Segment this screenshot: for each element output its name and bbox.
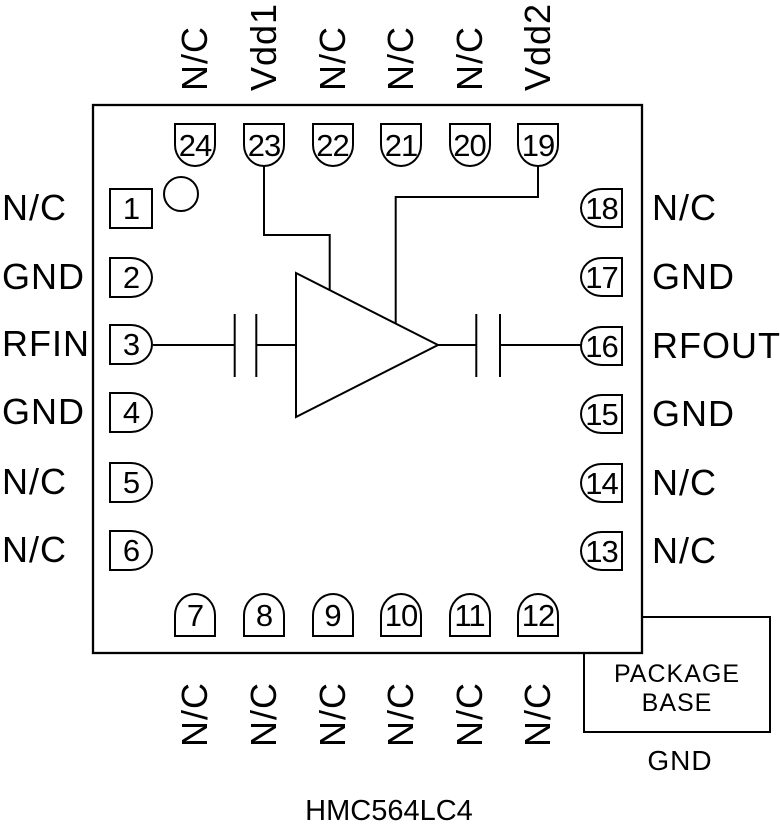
part-number-title: HMC564LC4	[305, 795, 473, 827]
pin-13: 13	[580, 531, 623, 571]
pin-3: 3	[109, 324, 153, 365]
package-base-label-line1: PACKAGE	[613, 660, 741, 688]
pin-17-label: GND	[652, 256, 735, 297]
pin-7-label: N/C	[174, 682, 215, 747]
pin-7: 7	[174, 593, 216, 637]
pin-11-label: N/C	[448, 682, 490, 747]
package-base-gnd-label: GND	[647, 745, 713, 776]
pin-2: 2	[109, 257, 153, 298]
pin-10-label: N/C	[380, 682, 421, 747]
pin-4-label: GND	[2, 391, 85, 432]
pin-21: 21	[380, 123, 422, 167]
package-base-label-line2: BASE	[641, 689, 713, 717]
pin-22-label: N/C	[311, 26, 353, 91]
pin-12-label: N/C	[517, 682, 558, 747]
pin-8: 8	[243, 593, 285, 637]
pin-14: 14	[580, 463, 623, 503]
pin-1-label: N/C	[2, 187, 67, 228]
pin-19-label: Vdd2	[517, 2, 558, 91]
pin-20: 20	[448, 123, 491, 167]
pin-15: 15	[580, 394, 623, 434]
pin-21-label: N/C	[380, 26, 421, 91]
pin-23: 23	[243, 123, 285, 167]
pin-20-label: N/C	[448, 26, 490, 91]
pin-9: 9	[311, 593, 354, 637]
pin-14-label: N/C	[652, 462, 717, 503]
pin-6-label: N/C	[2, 529, 67, 570]
pin-24-label: N/C	[174, 26, 215, 91]
pin-18-label: N/C	[652, 187, 717, 228]
pin-5-label: N/C	[2, 461, 67, 502]
pin-15-label: GND	[652, 393, 735, 434]
pin-8-label: N/C	[243, 682, 284, 747]
pin-6: 6	[109, 530, 153, 571]
pin-4: 4	[109, 392, 153, 433]
pin-19: 19	[517, 123, 559, 167]
pin-16-label: RFOUT	[652, 325, 780, 366]
pin-24: 24	[174, 123, 216, 167]
pin-13-label: N/C	[652, 530, 717, 571]
pin-3-label: RFIN	[2, 323, 90, 364]
pin-12: 12	[517, 593, 559, 637]
pin-17: 17	[580, 257, 623, 297]
pin-1: 1	[109, 188, 153, 229]
vdd2-wire	[394, 165, 539, 324]
pin-5: 5	[109, 462, 153, 503]
amplifier-triangle	[295, 271, 441, 419]
vdd1-wire	[263, 165, 331, 291]
pin-9-label: N/C	[311, 682, 353, 747]
pin-2-label: GND	[2, 256, 85, 297]
pin-22: 22	[311, 123, 354, 167]
pin-10: 10	[380, 593, 422, 637]
pin-18: 18	[580, 188, 623, 228]
pin1-indicator-dot	[163, 176, 199, 212]
pin-16: 16	[580, 326, 623, 366]
pin-11: 11	[448, 593, 491, 637]
pin-23-label: Vdd1	[243, 2, 284, 91]
